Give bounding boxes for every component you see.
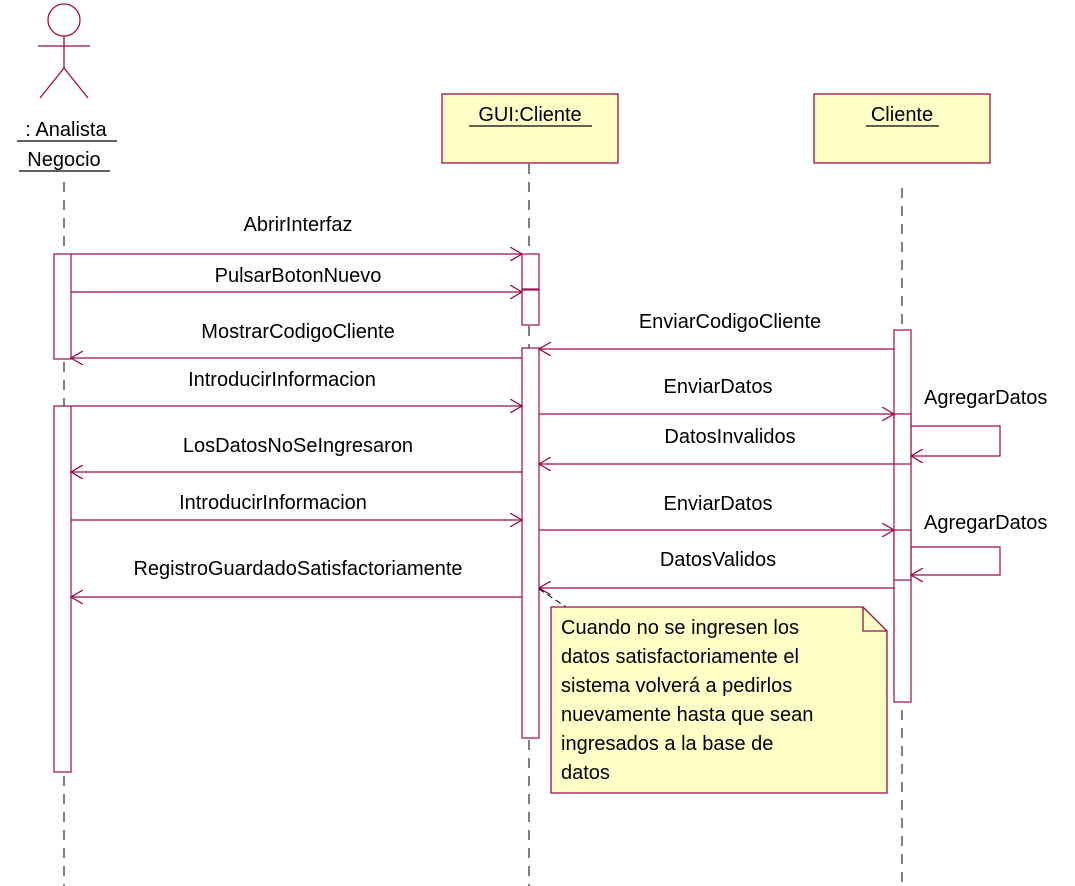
- message-label: LosDatosNoSeIngresaron: [183, 435, 413, 457]
- note-line: datos: [561, 762, 610, 784]
- object-gui-cliente[interactable]: GUI:Cliente: [441, 93, 619, 164]
- activation-bar: [893, 413, 912, 465]
- message-label: EnviarCodigoCliente: [639, 311, 821, 333]
- message-label: DatosInvalidos: [664, 426, 795, 448]
- stick-figure-icon: [38, 3, 90, 99]
- message-label: AgregarDatos: [924, 387, 1047, 409]
- activation-bar: [893, 329, 912, 703]
- message-label: PulsarBotonNuevo: [215, 265, 382, 287]
- activation-bar: [893, 529, 912, 581]
- note-fold-corner: [862, 607, 887, 632]
- message-label: RegistroGuardadoSatisfactoriamente: [133, 558, 462, 580]
- actor-label-line1: : Analista: [25, 119, 107, 141]
- note-line: datos satisfactoriamente el: [561, 646, 799, 668]
- message-arrows: [71, 254, 1001, 597]
- object-cliente[interactable]: Cliente: [813, 93, 991, 164]
- activation-bar: [521, 253, 540, 290]
- message-label: DatosValidos: [660, 549, 776, 571]
- message-label: AbrirInterfaz: [244, 214, 353, 236]
- note[interactable]: Cuando no se ingresen los datos satisfac…: [538, 588, 888, 794]
- activation-bar: [53, 405, 72, 773]
- object-label: GUI:Cliente: [478, 104, 581, 126]
- message-labels: AbrirInterfaz PulsarBotonNuevo EnviarCod…: [133, 214, 1047, 580]
- note-line: Cuando no se ingresen los: [561, 617, 799, 639]
- object-box: [441, 93, 619, 164]
- activation-bar: [521, 289, 540, 326]
- message-label: MostrarCodigoCliente: [201, 321, 394, 343]
- actor-analista-negocio[interactable]: : Analista Negocio: [17, 3, 117, 172]
- message-arrow-self[interactable]: [911, 546, 1001, 575]
- note-line: ingresados a la base de: [561, 733, 773, 755]
- object-label: Cliente: [871, 104, 933, 126]
- message-label: IntroducirInformacion: [179, 492, 367, 514]
- note-line: sistema volverá a pedirlos: [561, 675, 792, 697]
- note-line: nuevamente hasta que sean: [561, 704, 813, 726]
- object-box: [813, 93, 991, 164]
- note-anchor-line: [538, 588, 567, 608]
- message-arrow-self[interactable]: [911, 425, 1001, 456]
- activation-bars: [53, 253, 912, 773]
- message-label: EnviarDatos: [664, 376, 773, 398]
- message-label: IntroducirInformacion: [188, 369, 376, 391]
- message-label: EnviarDatos: [664, 493, 773, 515]
- note-shape: [550, 606, 888, 794]
- actor-label-line2: Negocio: [27, 149, 100, 171]
- activation-bar: [53, 253, 72, 360]
- activation-bar: [521, 347, 540, 739]
- message-label: AgregarDatos: [924, 512, 1047, 534]
